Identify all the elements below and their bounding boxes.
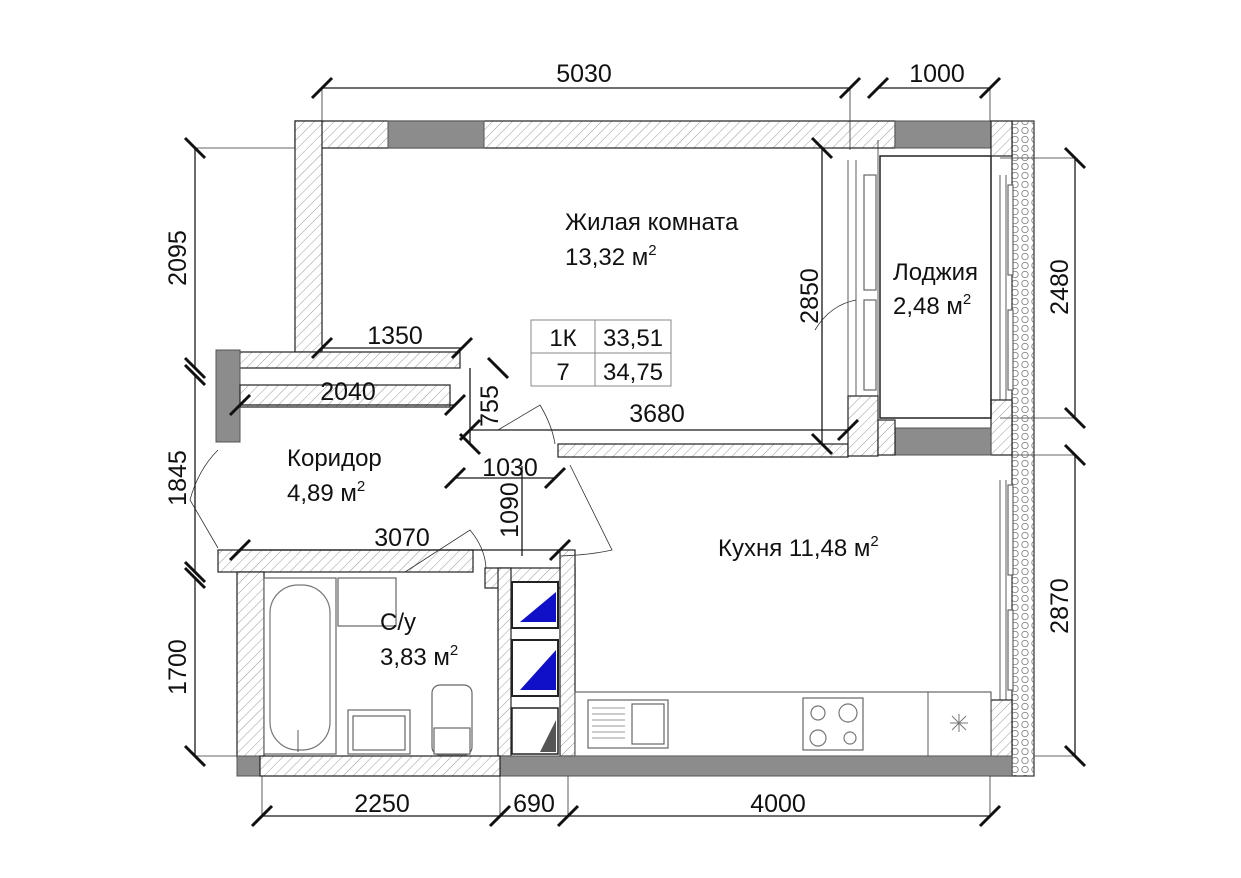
shaft-2	[520, 650, 556, 690]
wall-column-loggia-top	[894, 120, 992, 149]
room-corridor-name: Коридор	[287, 445, 382, 472]
wall-shaft-left	[497, 567, 512, 757]
room-living-area: 13,32 м2	[565, 242, 657, 271]
dim-1350: 1350	[367, 322, 423, 350]
summary-area-living: 33,51	[603, 325, 663, 352]
wall-bottom-hatched	[259, 755, 501, 777]
bathroom-fixtures	[263, 577, 473, 756]
wall-living-kitchen	[557, 443, 849, 458]
room-corridor-area: 4,89 м2	[287, 478, 365, 507]
wall-top	[294, 120, 896, 149]
dimension-labels: 5030 1000 2095 1845 1700 1350 2040 755 3…	[164, 60, 1074, 818]
dim-2850: 2850	[796, 268, 824, 324]
wall-left-bath	[236, 571, 265, 758]
doors	[189, 404, 613, 573]
dim-bottom-2250: 2250	[354, 790, 410, 818]
dim-left-1700: 1700	[164, 639, 192, 695]
walls	[215, 120, 1035, 777]
apartment-summary-table: 1К 7 33,51 34,75	[530, 319, 672, 387]
shaft-3	[540, 720, 556, 752]
wall-corridor-top	[217, 351, 461, 369]
ventilation-shafts	[511, 581, 559, 755]
dim-3070: 3070	[374, 524, 430, 552]
summary-number: 7	[556, 359, 569, 386]
dim-bottom-4000: 4000	[750, 790, 806, 818]
wall-shaft-right	[559, 549, 576, 757]
bathtub	[263, 577, 337, 755]
dim-2040: 2040	[320, 378, 376, 406]
dim-top-1000: 1000	[909, 60, 965, 88]
summary-type: 1К	[549, 325, 576, 352]
loggia	[814, 140, 1014, 420]
wall-loggia-stub	[877, 419, 896, 456]
dim-755: 755	[476, 385, 504, 427]
fridge-icon	[950, 714, 968, 732]
dim-bottom-690: 690	[513, 790, 555, 818]
dimension-lines	[183, 76, 1087, 828]
wall-corridor-bath	[217, 549, 474, 573]
shaft-1	[520, 592, 556, 622]
room-living-name: Жилая комната	[565, 209, 739, 236]
wall-column-loggia-bottom	[894, 427, 992, 456]
room-bathroom-name: С/у	[380, 609, 416, 636]
dim-1090: 1090	[496, 482, 524, 538]
room-labels: Жилая комната 13,32 м2 Лоджия 2,48 м2 Ко…	[287, 209, 978, 671]
kitchen-window	[999, 480, 1014, 700]
dim-top-5030: 5030	[556, 60, 612, 88]
cooktop	[802, 697, 864, 751]
room-kitchen-label: Кухня 11,48 м2	[718, 533, 879, 562]
dim-3680: 3680	[629, 400, 685, 428]
dim-left-1845: 1845	[164, 450, 192, 506]
room-loggia-area: 2,48 м2	[893, 291, 971, 320]
dim-right-2480: 2480	[1046, 259, 1074, 315]
wall-right-mid	[990, 399, 1013, 456]
wall-facade-right	[1011, 120, 1035, 777]
wall-partition-living	[239, 384, 451, 408]
room-bathroom-area: 3,83 м2	[380, 642, 458, 671]
wall-column-left	[215, 349, 241, 443]
dim-left-2095: 2095	[164, 230, 192, 286]
dim-right-2870: 2870	[1046, 578, 1074, 634]
wall-left-living	[294, 120, 323, 353]
dim-1030: 1030	[482, 454, 538, 482]
wall-column-top	[387, 120, 485, 149]
kitchen-fixtures	[574, 691, 992, 757]
summary-area-total: 34,75	[603, 359, 663, 386]
room-loggia-name: Лоджия	[893, 259, 978, 286]
wall-right-top	[990, 120, 1013, 157]
